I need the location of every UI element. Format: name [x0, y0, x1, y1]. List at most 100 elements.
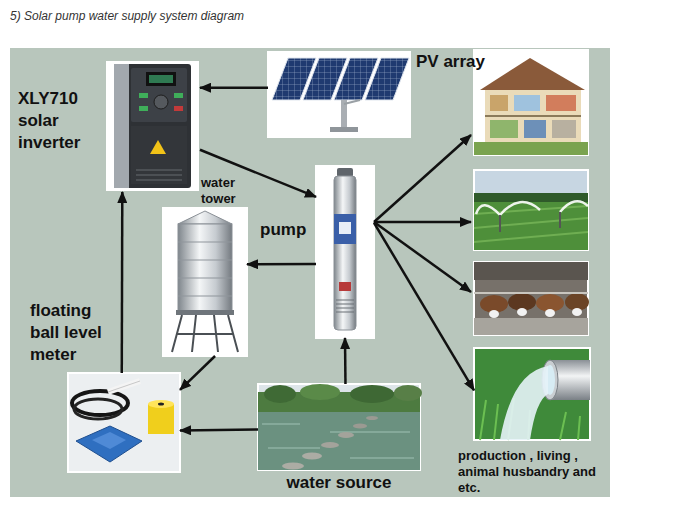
component-label: PV array: [416, 52, 506, 72]
water-tower-illustration-part: [178, 211, 232, 224]
pump-illustration-part: [339, 222, 351, 234]
pv-array-illustration-part: [365, 58, 409, 100]
house-illustration: [474, 50, 588, 155]
inverter-illustration-part: [154, 95, 168, 109]
house-illustration-part: [514, 95, 540, 111]
cattle-illustration-part: [474, 292, 588, 294]
water-source-illustration-part: [264, 385, 296, 403]
component-box: water tower: [163, 208, 247, 356]
flow-arrow: [180, 428, 258, 431]
cattle-illustration-part: [489, 310, 499, 318]
house-illustration-part: [552, 120, 576, 138]
diagram-title: 5) Solar pump water supply system diagra…: [10, 9, 244, 23]
water-tower-illustration-part: [172, 315, 238, 352]
cattle-illustration-part: [572, 308, 582, 316]
water-source-illustration-part: [353, 424, 367, 429]
flow-arrow: [344, 338, 347, 384]
flow-arrow: [121, 192, 124, 373]
water-source-illustration-part: [350, 385, 394, 403]
pump-illustration-part: [336, 300, 354, 312]
house-illustration-part: [546, 95, 576, 111]
water-source-illustration: [258, 384, 422, 470]
level-meter-illustration-part: [148, 404, 174, 434]
cattle-illustration-part: [474, 262, 588, 280]
flow-arrow: [374, 223, 474, 391]
component-box: floating ball level meter: [68, 373, 180, 472]
component-label: water tower: [201, 175, 253, 207]
inverter-illustration: [107, 62, 198, 190]
irrigation-illustration-part: [474, 206, 588, 242]
cattle-illustration-part: [474, 318, 588, 335]
pump-illustration-part: [339, 282, 351, 291]
water-source-illustration-part: [300, 384, 340, 400]
inverter-illustration-part: [139, 106, 148, 111]
irrigation-illustration-part: [474, 202, 588, 250]
cattle-illustration-part: [474, 262, 588, 335]
irrigation-illustration-part: [474, 170, 588, 250]
house-illustration-part: [485, 90, 581, 142]
inverter-illustration-part: [174, 106, 183, 111]
house-illustration-part: [480, 58, 585, 90]
component-label: XLY710 solar inverter: [18, 88, 108, 154]
flow-arrow: [247, 263, 316, 266]
water-source-illustration-part: [321, 442, 339, 448]
pv-array-illustration-part: [268, 52, 410, 137]
panel-background: [10, 48, 610, 497]
pipe-illustration-part: [474, 348, 590, 440]
component-box: production , living , animal husbandry a…: [474, 348, 590, 440]
level-meter-illustration-part: [74, 399, 122, 419]
irrigation-illustration-part: [499, 215, 501, 232]
inverter-illustration-part: [150, 140, 166, 154]
house-illustration-part: [485, 115, 581, 117]
irrigation-illustration-part: [476, 201, 588, 215]
component-label: pump: [260, 220, 314, 240]
output-arrows: [374, 135, 471, 292]
water-tower-illustration: [163, 208, 247, 356]
level-meter-illustration-part: [108, 381, 140, 392]
inverter-illustration-part: [131, 68, 187, 122]
pv-array-illustration-part: [330, 127, 358, 132]
component-box: pump: [316, 166, 374, 338]
level-meter-illustration-part: [158, 403, 164, 406]
output-arrows-part: [374, 135, 471, 222]
output-arrows-part: [374, 221, 471, 224]
inverter-illustration-part: [114, 64, 191, 188]
pump-illustration-part: [316, 166, 374, 338]
inverter-illustration-part: [149, 75, 173, 83]
flow-arrow: [200, 86, 268, 89]
cattle-illustration-part: [545, 309, 555, 317]
water-source-illustration-part: [282, 463, 304, 470]
component-label: water source: [258, 473, 420, 493]
house-illustration-part: [524, 120, 546, 138]
level-meter-illustration-part: [68, 373, 180, 472]
component-label: production , living , animal husbandry a…: [458, 448, 610, 496]
inverter-illustration-part: [131, 126, 187, 184]
pump-illustration-part: [334, 176, 356, 330]
water-source-illustration-part: [258, 384, 420, 470]
water-tower-illustration-part: [178, 224, 232, 312]
pipe-illustration-part: [500, 366, 548, 440]
inverter-illustration-part: [174, 93, 183, 98]
house-illustration-part: [490, 95, 508, 111]
pipe-illustration: [474, 348, 590, 440]
level-meter-illustration-part: [76, 426, 142, 462]
level-meter-illustration-part: [108, 381, 140, 392]
inverter-illustration-part: [114, 64, 129, 188]
output-arrows-part: [374, 222, 471, 292]
inverter-illustration-part: [107, 62, 198, 190]
water-source-illustration-part: [258, 412, 420, 470]
water-source-illustration-part: [366, 416, 378, 420]
irrigation-illustration: [474, 170, 588, 250]
water-source-illustration-part: [302, 453, 322, 460]
water-tower-illustration-part: [176, 310, 234, 315]
water-tower-illustration-part: [163, 208, 247, 356]
pv-array-illustration: [268, 52, 410, 137]
component-label: floating ball level meter: [30, 300, 122, 366]
house-illustration-part: [474, 50, 588, 155]
level-meter-illustration-part: [92, 432, 126, 449]
flow-arrow: [200, 150, 316, 197]
